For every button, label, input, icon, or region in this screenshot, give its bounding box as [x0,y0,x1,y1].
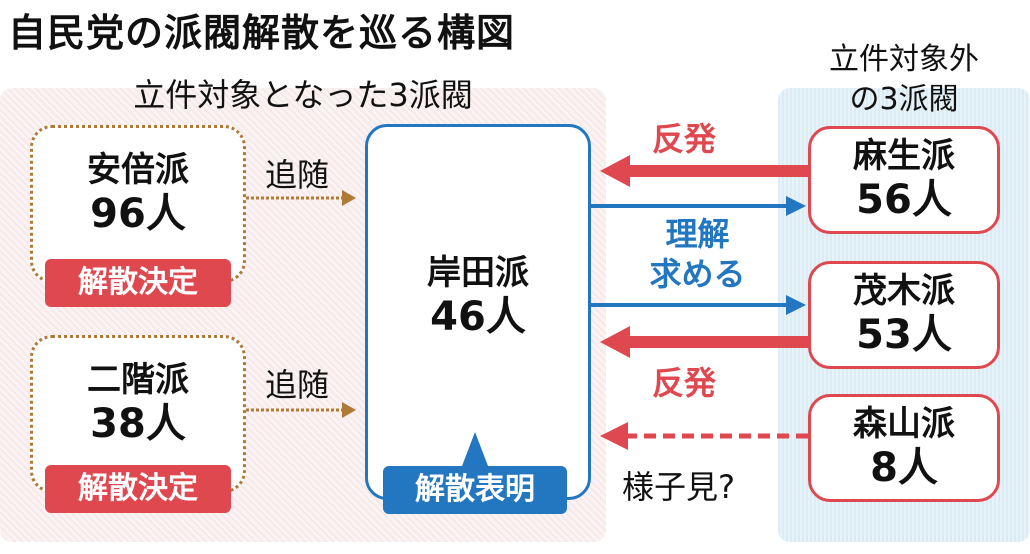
backlash-arrow-motegi [600,326,808,358]
member-count: 8人 [870,444,938,491]
request-label-line2: 求める [649,255,746,293]
request-label-line1: 理解 [665,215,730,253]
member-count: 53人 [856,311,952,358]
faction-box-abe: 安倍派 96人 [30,125,246,283]
right-group-heading-2: の3派閥 [849,82,959,117]
faction-name: 安倍派 [87,150,189,191]
dissolution-announced-badge: 解散表明 [383,466,567,514]
request-arrow-aso [591,196,806,216]
follow-arrow-nikai [246,402,356,418]
dissolution-decided-badge: 解散決定 [45,259,231,307]
backlash-label-aso: 反発 [652,120,717,158]
right-group-heading-1: 立件対象外 [829,42,979,77]
diagram-title: 自民党の派閥解散を巡る構図 [8,11,516,55]
left-group-heading: 立件対象となった3派閥 [133,76,473,114]
request-arrow-motegi [591,295,806,315]
faction-name: 森山派 [853,404,955,445]
badge-pointer [462,432,488,466]
member-count: 96人 [90,190,186,237]
member-count: 56人 [856,176,952,223]
follow-arrow-abe [246,190,356,206]
faction-name: 茂木派 [853,271,955,312]
wait-and-see-arrow-moriyama [600,422,808,450]
request-understanding-label: 理解 求める [640,214,755,294]
follow-label: 追随 [265,366,330,404]
backlash-label-motegi: 反発 [652,364,717,402]
faction-box-aso: 麻生派 56人 [808,126,1000,234]
faction-name: 麻生派 [853,136,955,177]
dissolution-decided-badge: 解散決定 [45,465,231,513]
member-count: 38人 [90,400,186,447]
member-count: 46人 [430,293,526,340]
faction-name: 岸田派 [427,253,529,294]
wait-and-see-label: 様子見? [622,468,735,506]
faction-box-motegi: 茂木派 53人 [808,261,1000,369]
faction-box-moriyama: 森山派 8人 [808,394,1000,502]
backlash-arrow-aso [600,155,808,187]
faction-name: 二階派 [87,360,189,401]
follow-label: 追随 [265,156,330,194]
